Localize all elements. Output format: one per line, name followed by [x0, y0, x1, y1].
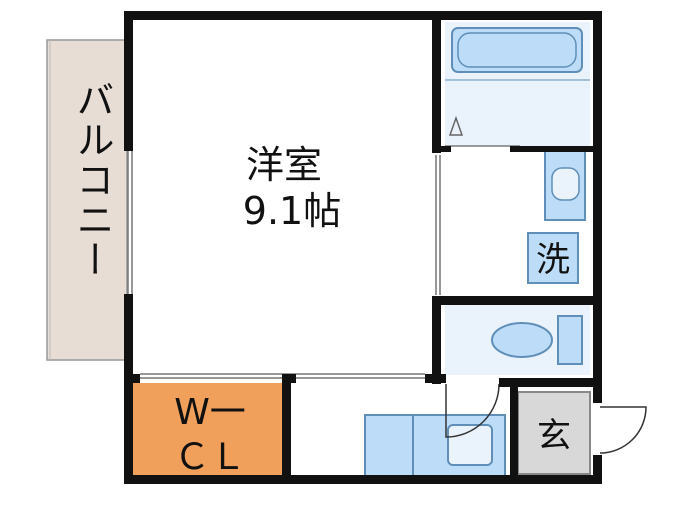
- toilet-icon: [491, 315, 583, 365]
- western-room-name: 洋室: [246, 143, 322, 187]
- western-room-size: 9.1帖: [243, 189, 341, 233]
- entrance-door-swing: [599, 406, 647, 454]
- bathtub-inner: [457, 32, 577, 68]
- bath-door-marker: [448, 115, 464, 136]
- western-room: [133, 20, 433, 375]
- bathtub-icon: [451, 27, 583, 73]
- washing-machine-spot: [527, 232, 579, 284]
- balcony: [46, 39, 128, 361]
- closet-label-line2: ＣＬ: [174, 437, 246, 478]
- closet-label-line1: W一: [174, 392, 246, 433]
- hall-door-swing: [445, 383, 500, 438]
- walls: [124, 11, 602, 484]
- kitchen-counter: [364, 414, 506, 478]
- laundry-label: 洗: [536, 240, 570, 280]
- balcony-label: バルコニー: [70, 80, 114, 280]
- entrance-label: 玄: [537, 416, 571, 456]
- walk-in-closet: [132, 383, 282, 475]
